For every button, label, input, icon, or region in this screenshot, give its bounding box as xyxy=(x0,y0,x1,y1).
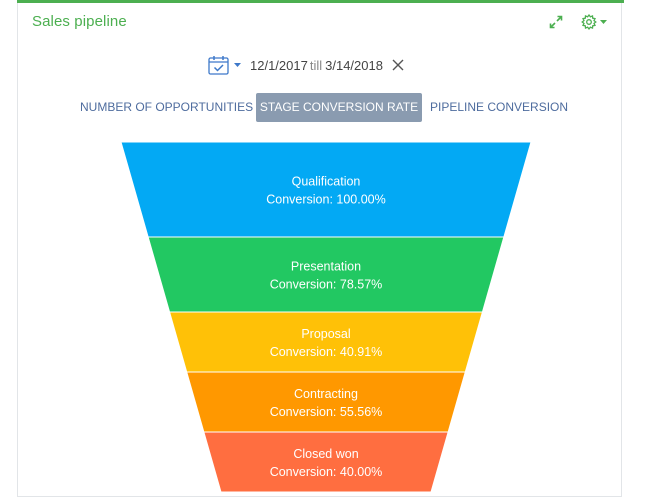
expand-button[interactable] xyxy=(549,15,563,29)
chevron-down-icon xyxy=(600,20,607,24)
date-separator: till xyxy=(309,57,323,73)
funnel-stage-conversion-label: Conversion: 100.00% xyxy=(266,193,386,207)
date-from[interactable]: 12/1/2017 xyxy=(250,57,308,73)
chart-mode-tabs: NUMBER OF OPPORTUNITIES STAGE CONVERSION… xyxy=(18,93,621,123)
tab-number-of-opportunities[interactable]: NUMBER OF OPPORTUNITIES xyxy=(80,100,254,114)
funnel-stage-conversion-label: Conversion: 78.57% xyxy=(270,278,383,292)
gear-icon xyxy=(581,13,607,31)
funnel-stage-name: Contracting xyxy=(294,387,358,401)
funnel-stage-name: Presentation xyxy=(291,260,361,274)
funnel-stage-name: Qualification xyxy=(292,175,361,189)
close-icon[interactable] xyxy=(391,58,405,72)
funnel-stage-qualification[interactable] xyxy=(120,141,532,238)
date-filter: 12/1/2017 till 3/14/2018 xyxy=(208,53,405,77)
tab-pipeline-conversion[interactable]: PIPELINE CONVERSION xyxy=(430,100,569,114)
widget-title: Sales pipeline xyxy=(32,13,127,30)
funnel-stage-conversion-label: Conversion: 40.00% xyxy=(270,465,383,479)
funnel-stage-conversion-label: Conversion: 40.91% xyxy=(270,345,383,359)
chevron-down-icon xyxy=(234,63,241,67)
funnel-stage-presentation[interactable] xyxy=(147,236,505,313)
funnel-stage-contracting[interactable] xyxy=(186,371,466,433)
widget-accent-bar xyxy=(17,0,624,3)
funnel-stage-name: Proposal xyxy=(301,327,350,341)
settings-menu-button[interactable] xyxy=(580,13,612,31)
funnel-stage-name: Closed won xyxy=(293,447,358,461)
expand-icon xyxy=(549,15,563,29)
funnel-stage-conversion-label: Conversion: 55.56% xyxy=(270,405,383,419)
tab-stage-conversion-rate[interactable]: STAGE CONVERSION RATE xyxy=(256,93,422,122)
funnel-stage-closed-won[interactable] xyxy=(203,431,449,493)
calendar-icon xyxy=(208,56,229,75)
funnel-stage-proposal[interactable] xyxy=(168,311,484,373)
date-to[interactable]: 3/14/2018 xyxy=(325,57,383,73)
calendar-button[interactable] xyxy=(208,55,246,75)
